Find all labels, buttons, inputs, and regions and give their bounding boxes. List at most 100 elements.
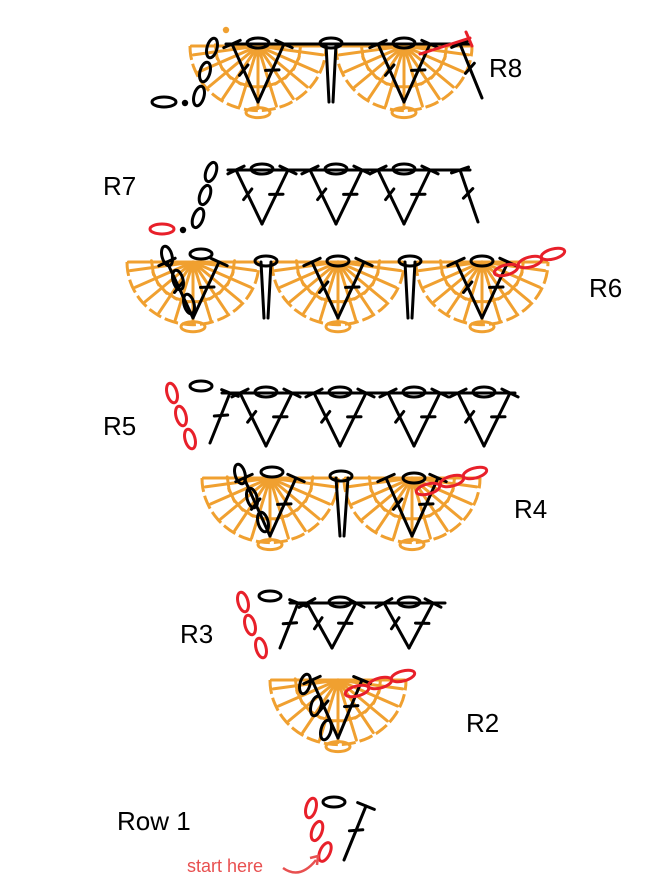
stitch-post: [208, 391, 232, 445]
fan-shell: [342, 475, 482, 552]
start-arrow: [282, 859, 317, 874]
double-crochet: [336, 256, 374, 320]
misc-symbols-layer: [179, 26, 474, 874]
fan-spoke: [268, 476, 331, 506]
chain-stitch: [188, 247, 214, 261]
chain-stitch: [304, 796, 318, 820]
stitch-post: [382, 601, 411, 650]
row-label-r8: R8: [489, 53, 523, 83]
stitch-top-bar: [222, 38, 242, 50]
chain-stitch: [318, 36, 344, 50]
v-stitch: [222, 38, 294, 104]
fan-spoke: [288, 260, 340, 304]
chain-stitch: [243, 613, 257, 637]
chain-stitch: [298, 672, 312, 696]
stitch-post: [331, 42, 338, 104]
v-stitch: [374, 597, 443, 650]
fan-spoke: [256, 44, 309, 89]
fan-spoke: [268, 476, 321, 521]
stitch-top-bar: [420, 164, 440, 176]
stitch-post: [324, 42, 331, 104]
fan-spoke: [375, 476, 414, 533]
turning-chain-line: [464, 30, 474, 48]
stitch-post: [458, 168, 480, 224]
double-crochet: [226, 164, 264, 226]
chain-stitch: [327, 595, 353, 609]
v-stitch: [302, 674, 372, 740]
fan-spoke: [336, 678, 399, 708]
chain-stitch: [198, 60, 212, 84]
chain-stitch: [245, 36, 271, 50]
chain-stitch: [160, 244, 174, 268]
fan-spoke: [336, 260, 398, 289]
stitch-post: [230, 42, 260, 104]
stitch-top-bar: [352, 164, 372, 176]
chain-stitch: [256, 538, 284, 552]
chain-stitch: [205, 36, 219, 60]
stitch-top-bar: [274, 38, 294, 50]
chain-stitch: [190, 206, 206, 230]
stitch-top-bar: [423, 597, 443, 609]
chain-stitch: [259, 465, 285, 479]
stitch-post: [305, 601, 334, 650]
stitch-top-bar: [286, 472, 306, 484]
fan-spoke: [462, 260, 484, 322]
chain-stitch: [396, 595, 422, 609]
row-label-r6: R6: [589, 273, 623, 303]
double-crochet: [297, 597, 334, 650]
start-arrow-head: [309, 854, 320, 866]
stitch-post: [336, 678, 364, 740]
chain-stitch: [401, 471, 427, 485]
fan-spoke: [343, 44, 406, 74]
chain-stitch: [324, 320, 352, 334]
stitch-post: [458, 42, 484, 100]
double-crochet: [412, 387, 450, 448]
stitch-slash: [264, 68, 281, 72]
chain-stitch: [391, 162, 417, 176]
stitch-post: [384, 476, 414, 538]
fan-spoke: [351, 476, 414, 506]
stitch-post: [412, 391, 442, 448]
stitch-post: [456, 391, 486, 448]
stitch-slash: [391, 497, 404, 511]
stitch-post: [334, 476, 342, 538]
double-crochet: [302, 256, 340, 320]
stitch-slash: [312, 616, 324, 631]
stitch-post: [403, 260, 410, 320]
chain-stitch: [257, 589, 283, 603]
double-crochet: [407, 597, 443, 650]
stitch-top-bar: [354, 256, 374, 268]
stitch-top-bar: [356, 387, 376, 399]
fan-spoke: [318, 678, 340, 742]
v-stitch: [448, 387, 520, 448]
fan-spoke: [336, 678, 358, 742]
stitch-top-bar: [302, 256, 322, 268]
stitch-post: [482, 391, 512, 448]
stitch-top-bar: [300, 164, 320, 176]
double-crochet: [338, 387, 376, 448]
stitch-post: [336, 260, 366, 320]
row-label-r5: R5: [103, 411, 137, 441]
fan-spoke: [207, 44, 260, 89]
fan-spoke: [336, 260, 388, 304]
fan-spoke: [278, 260, 340, 289]
v-stitch: [302, 256, 374, 320]
stitch-slash: [462, 280, 474, 294]
fan-spoke: [402, 44, 455, 89]
fan-spoke: [233, 476, 272, 533]
double-crochet: [191, 256, 229, 320]
chain-stitch: [150, 95, 178, 109]
fan-spoke: [191, 260, 243, 304]
double-crochet: [482, 387, 520, 448]
stitch-post: [410, 476, 440, 538]
double-crochet: [446, 256, 484, 320]
fan-outer-arc: [414, 261, 550, 327]
chain-stitch: [324, 740, 352, 754]
fan-shell: [200, 475, 340, 552]
chain-stitch: [192, 84, 206, 108]
stitch-top-bar: [430, 387, 450, 399]
stitch-post: [268, 476, 298, 538]
chain-stitch: [389, 668, 417, 684]
stitch-top-bar: [500, 387, 520, 399]
chain-stitch: [253, 254, 279, 268]
